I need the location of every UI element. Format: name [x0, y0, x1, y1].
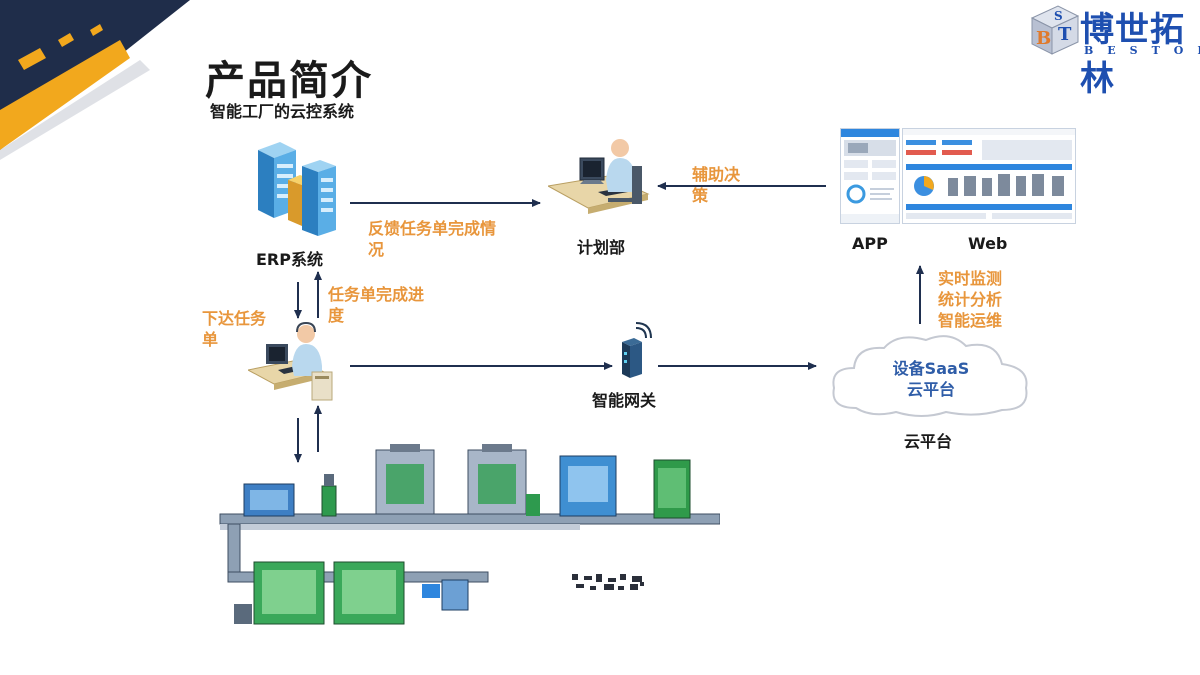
issue-line1: 下达任务	[202, 309, 267, 328]
brand-logo-mark: B T S	[1030, 5, 1080, 55]
svg-text:S: S	[1054, 9, 1063, 23]
gateway-label: 智能网关	[592, 391, 657, 410]
progress-line2: 度	[328, 306, 345, 325]
progress-label: 任务单完成进 度	[328, 284, 424, 326]
cloud-label: 云平台	[904, 432, 953, 451]
operator-person-icon	[248, 321, 333, 401]
monitor-line1: 实时监测	[938, 269, 1003, 288]
cloud-text-line1: 设备SaaS	[892, 359, 970, 378]
monitor-line2: 统计分析	[938, 290, 1003, 309]
web-screenshot	[902, 128, 1076, 224]
svg-text:T: T	[1058, 24, 1072, 45]
brand-logo-letters: BESTOL	[1084, 44, 1200, 57]
gateway-device-icon	[622, 322, 652, 378]
feedback-line1: 反馈任务单完成情	[368, 219, 497, 238]
monitor-label: 实时监测 统计分析 智能运维	[938, 268, 1002, 331]
feedback-line2: 况	[368, 240, 385, 259]
progress-line1: 任务单完成进	[328, 285, 425, 304]
issue-label: 下达任务 单	[202, 308, 266, 350]
page-title: 产品简介	[205, 58, 373, 104]
issue-line2: 单	[202, 330, 219, 349]
erp-label: ERP系统	[256, 250, 323, 269]
cloud-text-line2: 云平台	[906, 380, 955, 399]
page-subtitle: 智能工厂的云控系统	[210, 102, 355, 121]
monitor-line3: 智能运维	[938, 311, 1003, 330]
web-label: Web	[968, 234, 1008, 253]
erp-server-icon	[258, 142, 336, 236]
production-line-illustration	[219, 444, 720, 625]
app-screenshot	[840, 128, 900, 224]
feedback-label: 反馈任务单完成情 况	[368, 218, 496, 260]
cloud-text: 设备SaaS 云平台	[876, 358, 986, 400]
brand-logo-text: 博世拓林	[1080, 10, 1185, 99]
plan-label: 计划部	[577, 238, 626, 257]
planner-person-icon	[548, 139, 650, 214]
corner-decoration	[0, 0, 190, 160]
assist-line1: 辅助决	[692, 165, 741, 184]
assist-label: 辅助决 策	[692, 164, 740, 206]
app-label: APP	[852, 234, 888, 253]
cloud-platform-shape	[832, 335, 1028, 417]
assist-line2: 策	[692, 186, 709, 205]
svg-text:B: B	[1036, 28, 1051, 49]
